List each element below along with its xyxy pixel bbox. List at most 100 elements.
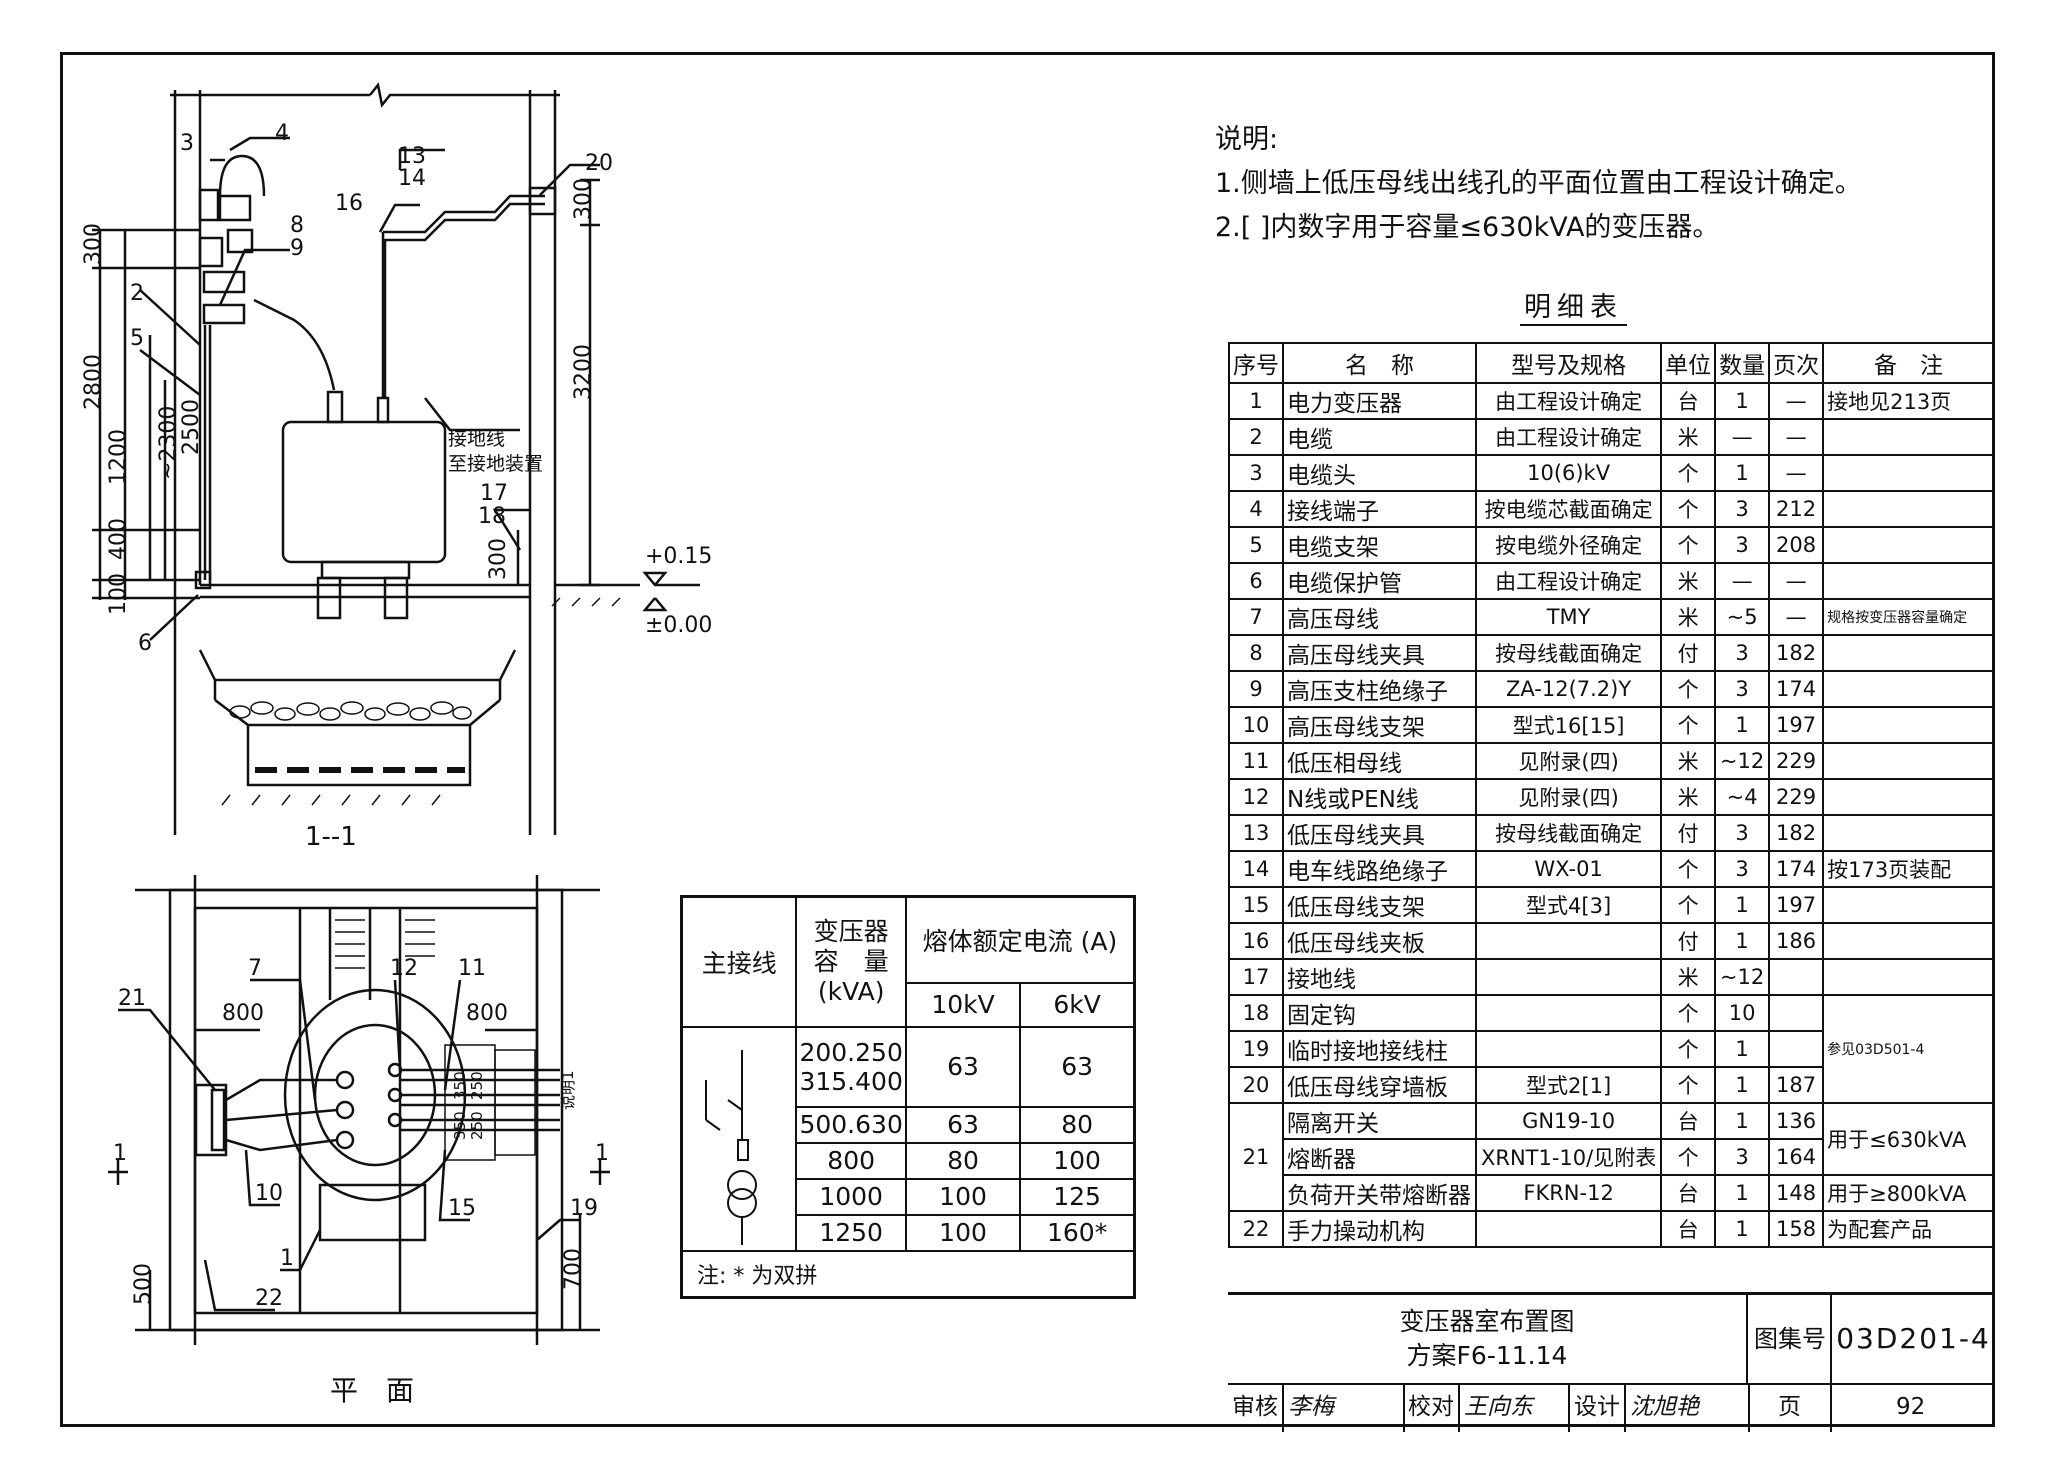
bom-cell: 参见03D501-4 bbox=[1822, 994, 1995, 1104]
transformer-section bbox=[281, 390, 447, 620]
fuse-note: 注: * 为双拼 bbox=[681, 1249, 1136, 1298]
section-view bbox=[92, 82, 700, 835]
bom-cell: 6 bbox=[1228, 562, 1284, 600]
bom-cell: 个 bbox=[1660, 454, 1717, 492]
callout: 3 bbox=[180, 131, 194, 156]
plan-labels: 800 800 500 700 350 250 350 250 说明1 平 面 … bbox=[113, 956, 609, 1407]
checker-signature: 王向东 bbox=[1464, 1394, 1533, 1420]
ground-label: 接地线 bbox=[448, 428, 505, 450]
wiring-diagram-cell bbox=[680, 1025, 798, 1252]
bom-cell bbox=[1822, 454, 1995, 492]
callout: 13 bbox=[398, 144, 426, 169]
bom-cell: 136 bbox=[1768, 1102, 1825, 1140]
bom-cell: 高压母线夹具 bbox=[1281, 634, 1478, 672]
dim-label: 350 bbox=[451, 1071, 469, 1100]
fuse-cell: 125 bbox=[1019, 1177, 1136, 1216]
sign-row: 审核 李梅 校对 王向东 设计 沈旭艳 页 92 bbox=[1228, 1383, 1995, 1432]
bom-caption: 明细表 bbox=[1520, 285, 1627, 326]
callout: 17 bbox=[480, 481, 508, 506]
dim-label: 400 bbox=[106, 518, 131, 560]
bom-cell: 1 bbox=[1714, 706, 1771, 744]
callout: 19 bbox=[570, 1196, 598, 1221]
fuse-cell: 80 bbox=[1019, 1105, 1136, 1144]
bom-cell: 182 bbox=[1768, 634, 1825, 672]
bom-cell: 高压母线 bbox=[1281, 598, 1478, 636]
callout: 15 bbox=[448, 1196, 476, 1221]
bom-cell: ~5 bbox=[1714, 598, 1771, 636]
callout: 14 bbox=[398, 166, 426, 191]
bom-cell: 20 bbox=[1228, 1066, 1284, 1104]
fuse-h-6kv: 6kV bbox=[1019, 981, 1136, 1028]
dim-label: 250 bbox=[468, 1111, 486, 1140]
bom-cell bbox=[1822, 778, 1995, 816]
bom-cell: 229 bbox=[1768, 742, 1825, 780]
atlas-label: 图集号 bbox=[1750, 1295, 1832, 1383]
bom-cell: 接地线 bbox=[1281, 958, 1478, 996]
bom-cell bbox=[1822, 814, 1995, 852]
bom-cell: 电缆保护管 bbox=[1281, 562, 1478, 600]
bom-cell: 148 bbox=[1768, 1174, 1825, 1212]
bom-cell bbox=[1475, 922, 1663, 960]
fuse-cell: 63 bbox=[1019, 1025, 1136, 1108]
bom-cell: 手力操动机构 bbox=[1281, 1210, 1478, 1248]
callout: 16 bbox=[335, 191, 363, 216]
fuse-cell: 500.630 bbox=[795, 1105, 907, 1144]
bom-cell: 由工程设计确定 bbox=[1475, 418, 1663, 456]
fuse-cell: 100 bbox=[904, 1213, 1022, 1252]
fuse-cell: 100 bbox=[904, 1177, 1022, 1216]
bom-header-row: 序号 名 称 型号及规格 单位 数量 页次 备 注 bbox=[1228, 342, 1995, 384]
bom-cell: 负荷开关带熔断器 bbox=[1281, 1174, 1478, 1212]
dim-label: 800 bbox=[466, 1001, 508, 1026]
bom-cell: 个 bbox=[1660, 886, 1717, 924]
bom-header: 备 注 bbox=[1822, 342, 1995, 384]
bom-cell: 17 bbox=[1228, 958, 1284, 996]
bom-cell: 1 bbox=[1714, 886, 1771, 924]
bom-cell: 158 bbox=[1768, 1210, 1825, 1248]
bom-cell: 174 bbox=[1768, 850, 1825, 888]
bom-cell: 付 bbox=[1660, 634, 1717, 672]
bom-cell: 米 bbox=[1660, 778, 1717, 816]
bom-cell: 米 bbox=[1660, 418, 1717, 456]
callout: 8 bbox=[290, 213, 304, 238]
fuse-cell: 800 bbox=[795, 1141, 907, 1180]
bom-cell: ~4 bbox=[1714, 778, 1771, 816]
callout: 22 bbox=[255, 1286, 283, 1311]
note-item: 1.侧墙上低压母线出线孔的平面位置由工程设计确定。 bbox=[1215, 168, 1862, 199]
bom-cell: 电缆 bbox=[1281, 418, 1478, 456]
bom-cell: 台 bbox=[1660, 1174, 1717, 1212]
fuse-cell: 100 bbox=[1019, 1141, 1136, 1180]
dim-label: 250 bbox=[468, 1071, 486, 1100]
bom-cell: 固定钩 bbox=[1281, 994, 1478, 1032]
bom-cell: 按电缆外径确定 bbox=[1475, 526, 1663, 564]
bom-cell: 4 bbox=[1228, 490, 1284, 528]
bom-cell: 16 bbox=[1228, 922, 1284, 960]
bom-cell: TMY bbox=[1475, 598, 1663, 636]
bom-cell: 米 bbox=[1660, 742, 1717, 780]
bom-cell: 用于≥800kVA bbox=[1822, 1174, 1995, 1212]
title-block-main: 变压器室布置图 方案F6-11.14 bbox=[1228, 1295, 1748, 1383]
bom-cell bbox=[1768, 958, 1825, 996]
bom-cell bbox=[1822, 490, 1995, 528]
bom-cell bbox=[1822, 742, 1995, 780]
bom-cell: 187 bbox=[1768, 1066, 1825, 1104]
bom-cell: 按173页装配 bbox=[1822, 850, 1995, 888]
bom-cell: 接地见213页 bbox=[1822, 382, 1995, 420]
bom-cell bbox=[1768, 1030, 1825, 1068]
bom-cell: 个 bbox=[1660, 706, 1717, 744]
bom-cell bbox=[1768, 994, 1825, 1032]
bom-cell: 电缆支架 bbox=[1281, 526, 1478, 564]
bom-cell: 3 bbox=[1714, 814, 1771, 852]
bom-cell: 12 bbox=[1228, 778, 1284, 816]
